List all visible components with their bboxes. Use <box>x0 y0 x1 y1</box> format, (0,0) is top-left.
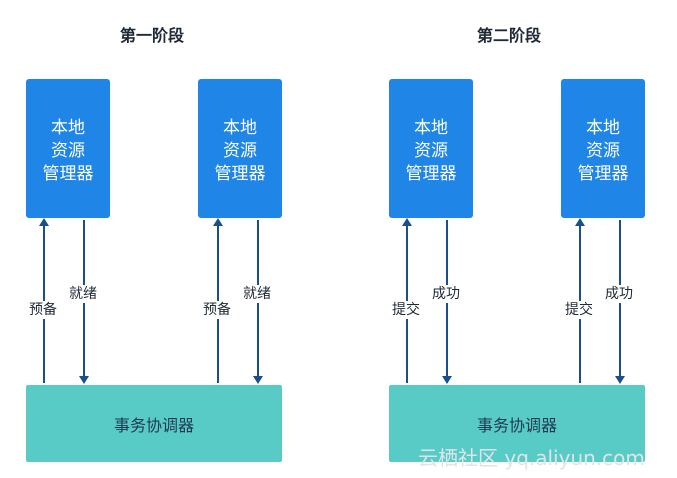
transaction-coordinator-2: 事务协调器 <box>389 385 645 462</box>
ready-label-1: 就绪 <box>69 285 97 303</box>
rm-label-line3: 管理器 <box>214 164 266 184</box>
phase-1-title: 第一阶段 <box>120 26 185 45</box>
resource-manager-3: 本地 资源 管理器 <box>389 79 473 218</box>
rm-label-line2: 资源 <box>586 141 620 161</box>
rm-label-line1: 本地 <box>223 118 257 138</box>
rm-label-line2: 资源 <box>223 141 257 161</box>
rm-label-line3: 管理器 <box>577 164 629 184</box>
rm-label-line1: 本地 <box>414 118 448 138</box>
ready-label-2: 就绪 <box>243 285 271 303</box>
transaction-coordinator-1: 事务协调器 <box>26 385 282 462</box>
rm-label-line2: 资源 <box>414 141 448 161</box>
rm-label-line1: 本地 <box>51 118 85 138</box>
commit-label-2: 提交 <box>565 301 593 319</box>
resource-manager-1: 本地 资源 管理器 <box>26 79 110 218</box>
prepare-label-1: 预备 <box>29 301 57 319</box>
rm-label-line3: 管理器 <box>405 164 457 184</box>
watermark: 云栖社区 yq.aliyun.com <box>418 446 645 470</box>
rm-label-line2: 资源 <box>51 141 85 161</box>
phase-2-title: 第二阶段 <box>477 26 542 45</box>
success-label-1: 成功 <box>432 285 460 303</box>
prepare-label-2: 预备 <box>203 301 231 319</box>
rm-label-line3: 管理器 <box>42 164 94 184</box>
resource-manager-4: 本地 资源 管理器 <box>561 79 645 218</box>
rm-label-line1: 本地 <box>586 118 620 138</box>
commit-label-1: 提交 <box>392 301 420 319</box>
success-label-2: 成功 <box>605 285 633 303</box>
resource-manager-2: 本地 资源 管理器 <box>198 79 282 218</box>
